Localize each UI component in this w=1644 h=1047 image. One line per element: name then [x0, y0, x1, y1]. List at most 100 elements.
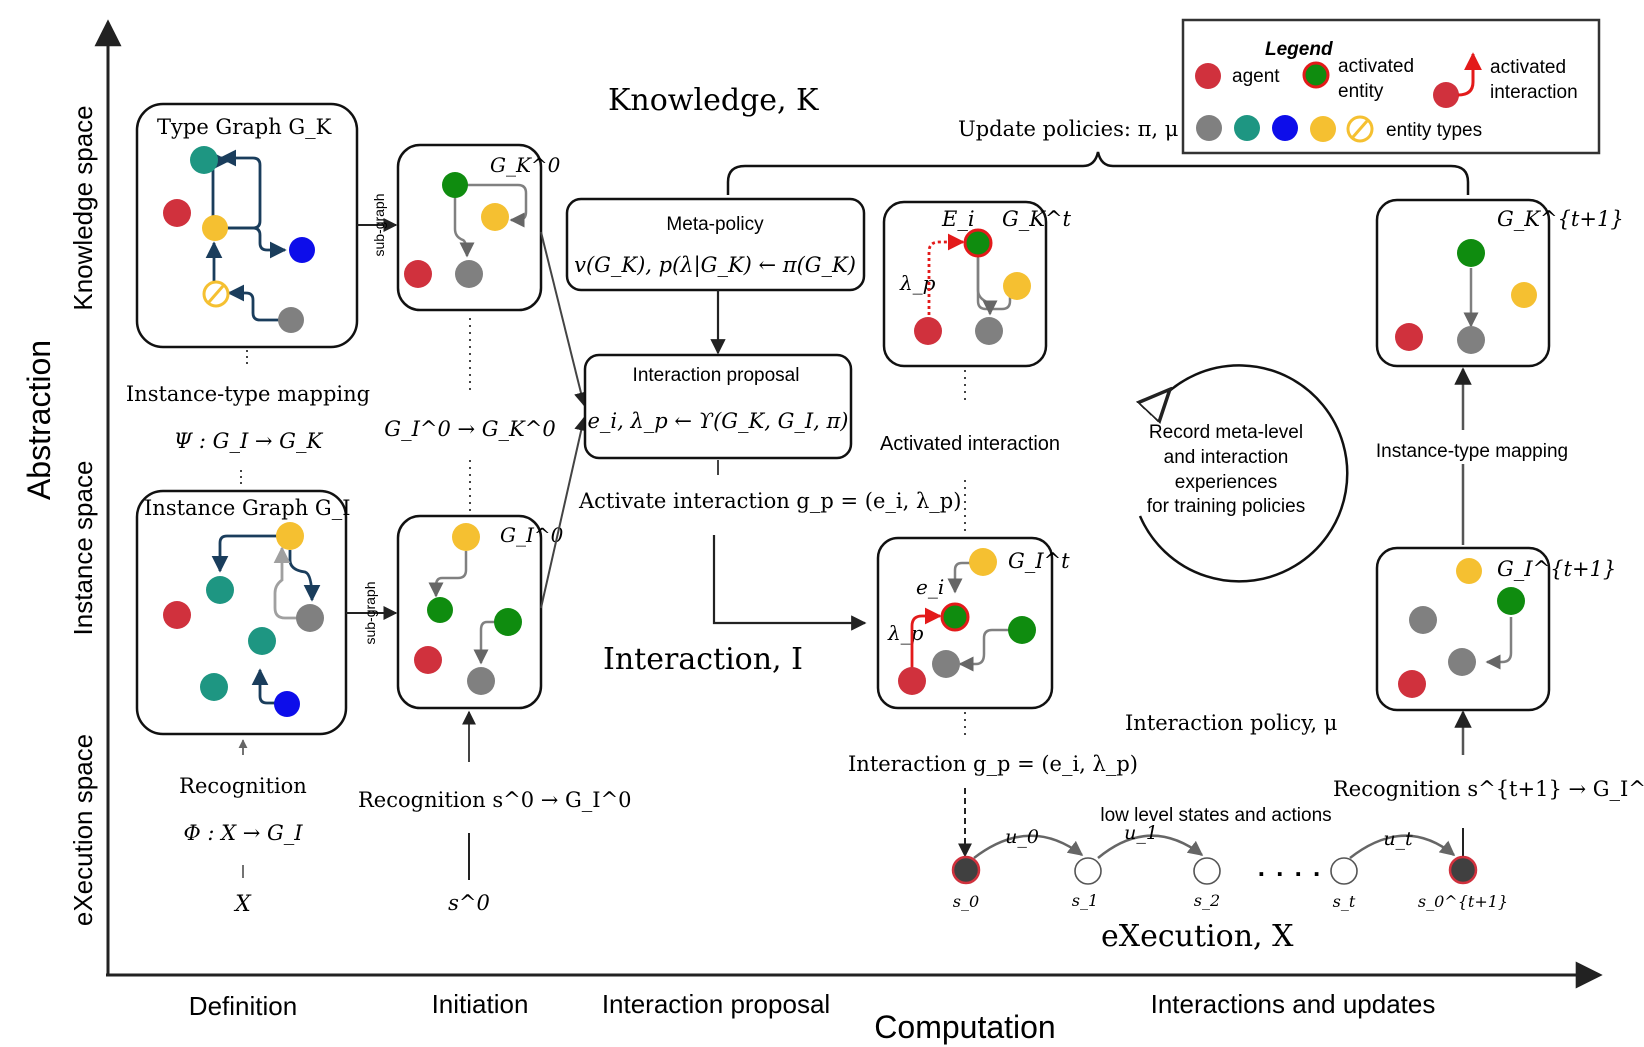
- u1-label: u_1: [1124, 822, 1158, 844]
- type-graph-box: [135, 102, 359, 349]
- instance-graph-title: Instance Graph G_I: [144, 496, 351, 520]
- record-cycle-arc: [1140, 364, 1349, 583]
- gk0-node-green: [442, 172, 468, 198]
- inst-edge-gray-yellow: [273, 546, 297, 620]
- x-stage-interactions-updates: Interactions and updates: [1151, 989, 1436, 1019]
- legend-activated-entity-icon: [1302, 61, 1330, 89]
- inst-edge-yellow-teal: [211, 534, 288, 573]
- low-level-label: low level states and actions: [1100, 805, 1331, 826]
- interaction-proposal-title: Interaction proposal: [633, 365, 800, 386]
- legend-teal-entity-icon: [1234, 115, 1260, 141]
- gk0-node-yellow: [481, 203, 509, 231]
- gk-t1-panel: G_K^{t+1}: [1375, 198, 1624, 368]
- state-st-node: [1330, 857, 1358, 885]
- gkt-edge-green-gray: [976, 258, 998, 316]
- instance-graph-panel: Instance Graph G_I: [135, 489, 351, 736]
- gkt-node-gray: [975, 317, 1003, 345]
- state-s0-t1-node: [1448, 855, 1478, 885]
- inst-node-blue: [274, 691, 300, 717]
- gkt-node-activated-green: [963, 228, 993, 258]
- init-recognition: Recognition s^0 → G_I^0: [358, 788, 632, 812]
- def-x: X: [233, 892, 252, 917]
- inst-edge-blue-teal: [251, 668, 282, 705]
- sub-graph-label-bottom: sub-graph: [362, 581, 378, 644]
- y-space-execution: eXecution space: [68, 734, 98, 926]
- gi0-label: G_I^0: [500, 523, 564, 547]
- legend-blue-entity-icon: [1272, 115, 1298, 141]
- type-node-agent: [163, 199, 191, 227]
- gi-t1-node-agent: [1398, 670, 1426, 698]
- activated-interaction-label: Activated interaction: [880, 433, 1060, 455]
- sub-graph-label-top: sub-graph: [371, 193, 387, 256]
- execution-chain: low level states and actions u_0 u_1 u_t…: [951, 805, 1508, 911]
- inst-edge-yellow-gray: [288, 550, 321, 602]
- def-recognition: Recognition: [179, 774, 307, 798]
- git-active-interaction: [910, 607, 942, 680]
- git-node-gray: [932, 650, 960, 678]
- gi-t1-label: G_I^{t+1}: [1497, 557, 1616, 581]
- edge-u1: [1097, 834, 1204, 859]
- git-node-green: [1008, 616, 1036, 644]
- edge-ut: [1349, 834, 1456, 859]
- gk0-edge-green-gray: [453, 196, 475, 258]
- x-stage-definition: Definition: [189, 991, 297, 1021]
- inst-node-agent: [163, 601, 191, 629]
- y-axis-title: Abstraction: [21, 340, 57, 500]
- type-node-gray: [278, 307, 304, 333]
- arrow-gk0-to-proposal: [540, 231, 588, 407]
- s2-label: s_2: [1194, 891, 1220, 910]
- inst-node-yellow: [276, 522, 304, 550]
- gi-t1-edge-green-gray: [1485, 617, 1513, 670]
- gk0-node-gray: [455, 260, 483, 288]
- gk0-node-agent: [404, 260, 432, 288]
- gi0-panel: G_I^0: [396, 514, 564, 710]
- gk0-panel: G_K^0: [396, 143, 561, 312]
- def-instance-type-mapping: Instance-type mapping: [126, 382, 370, 406]
- init-mapping: G_I^0 → G_K^0: [384, 417, 555, 441]
- git-panel: G_I^t e_i λ_p: [876, 536, 1070, 710]
- arrow-gi0-to-proposal: [540, 416, 589, 609]
- state-s1-node: [1074, 857, 1102, 885]
- legend-entity-types-label: entity types: [1386, 120, 1482, 141]
- gk-t1-node-yellow: [1511, 282, 1537, 308]
- legend-agent-label: agent: [1232, 66, 1280, 87]
- interaction-gp-label: Interaction g_p = (e_i, λ_p): [848, 752, 1138, 776]
- record-line-1: Record meta-level: [1149, 422, 1303, 443]
- legend-yellow-entity-icon: [1310, 116, 1336, 142]
- legend-abstract-entity-icon: [1346, 115, 1374, 143]
- inst-node-teal-3: [200, 673, 228, 701]
- gk-t1-node-agent: [1395, 323, 1423, 351]
- y-space-instance: Instance space: [68, 461, 98, 636]
- git-node-yellow: [969, 548, 997, 576]
- type-node-yellow: [202, 215, 228, 241]
- section-interaction-title: Interaction, I: [603, 642, 803, 677]
- meta-policy-equation: v(G_K), p(λ|G_K) ← π(G_K): [574, 253, 856, 278]
- meta-policy-panel: Meta-policy v(G_K), p(λ|G_K) ← π(G_K): [565, 197, 866, 292]
- type-node-teal: [190, 146, 218, 174]
- gkt-node-agent: [914, 317, 942, 345]
- chain-ellipsis: . . . .: [1258, 852, 1323, 882]
- gkt-node-yellow: [1003, 272, 1031, 300]
- gi0-edge-green-gray: [473, 620, 496, 665]
- s1-label: s_1: [1072, 891, 1098, 910]
- interaction-proposal-panel: Interaction proposal e_i, λ_p ← ϒ(G_K, G…: [583, 353, 853, 460]
- legend-activated-entity-label-1: activated: [1338, 56, 1414, 77]
- legend-title: Legend: [1265, 39, 1333, 60]
- legend-agent-icon: [1195, 63, 1221, 89]
- git-lambda-label: λ_p: [887, 621, 924, 645]
- gi-t1-node-green: [1497, 587, 1525, 615]
- update-policies-brace: [726, 151, 1470, 195]
- state-s2-node: [1193, 857, 1221, 885]
- arrow-activate-to-git: [712, 535, 867, 631]
- gi0-node-yellow: [452, 523, 480, 551]
- legend-activated-interaction-arrow-icon: [1457, 52, 1482, 97]
- gi-t1-node-gray-2: [1448, 648, 1476, 676]
- x-axis-title: Computation: [874, 1009, 1055, 1045]
- git-label: G_I^t: [1008, 549, 1070, 573]
- inst-node-teal-1: [206, 576, 234, 604]
- instance-type-mapping-right: Instance-type mapping: [1376, 441, 1568, 462]
- inst-node-teal-2: [248, 627, 276, 655]
- gk-t1-node-gray: [1457, 326, 1485, 354]
- update-policies: Update policies: π, μ: [958, 117, 1178, 141]
- gkt-dotted-interaction: [927, 233, 965, 315]
